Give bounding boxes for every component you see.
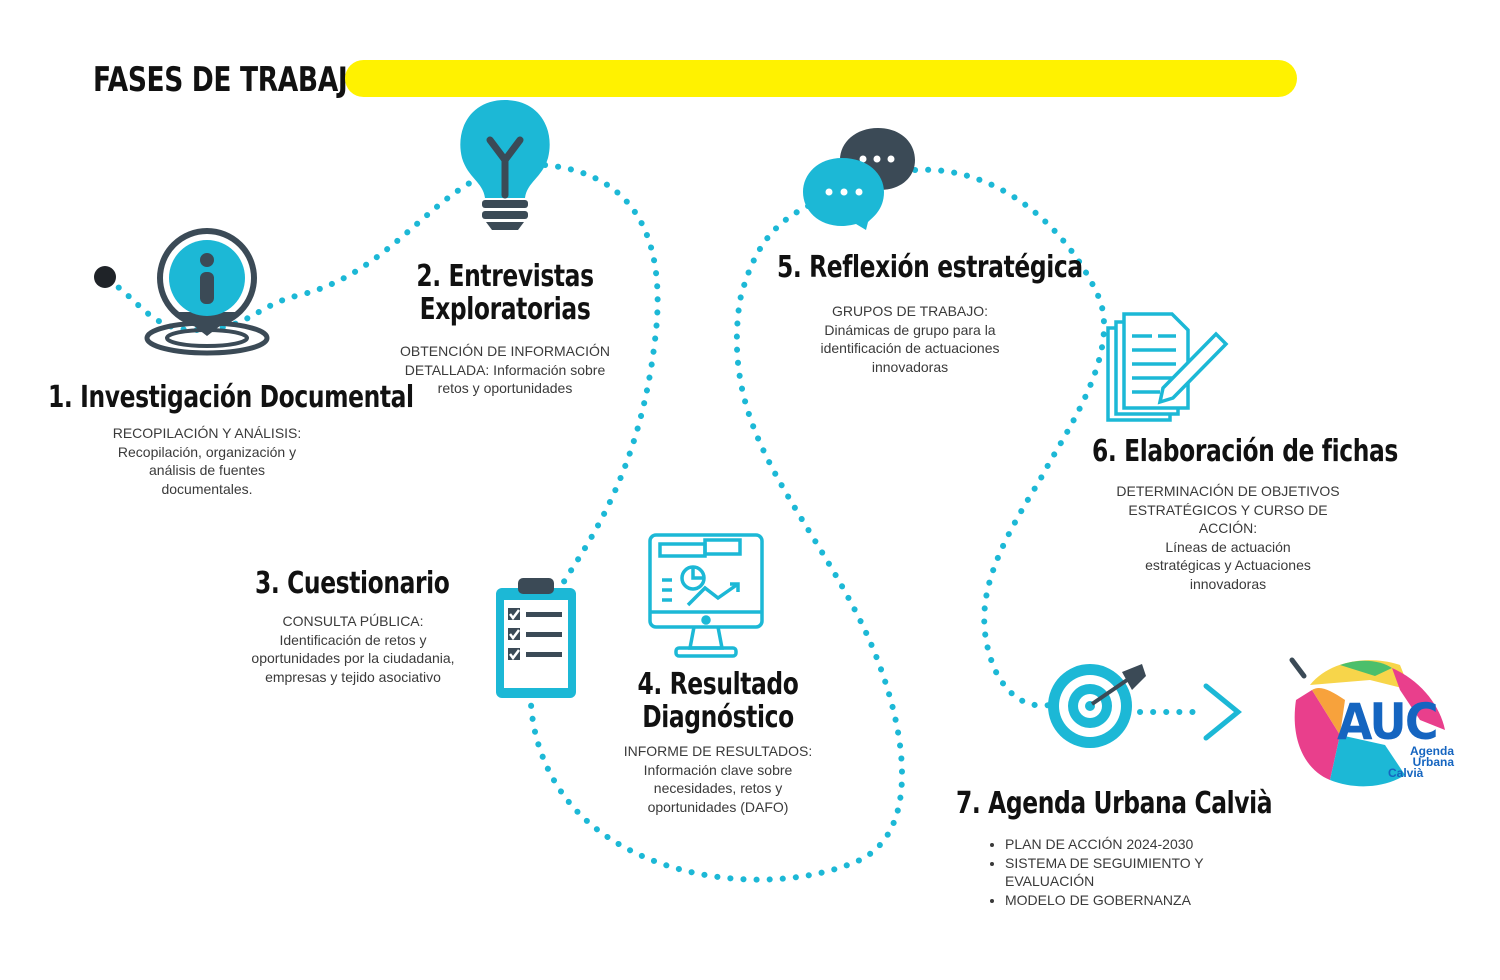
phase-5-description: GRUPOS DE TRABAJO: Dinámicas de grupo pa…: [795, 302, 1025, 376]
documents-pencil-icon: [1106, 312, 1229, 422]
page-title: FASES DE TRABAJO: [93, 60, 370, 100]
phase-2-text: DETALLADA: Información sobre retos y opo…: [404, 361, 606, 397]
speech-bubbles-icon: [803, 128, 915, 230]
phase-1-title: 1. Investigación Documental: [48, 380, 414, 415]
phase-7-bullet-list: PLAN DE ACCIÓN 2024-2030 SISTEMA DE SEGU…: [985, 835, 1215, 909]
phase-4-title-line-2: Diagnóstico: [642, 700, 794, 735]
logo-subtitle: Agenda Urbana Calvià: [1388, 744, 1454, 780]
phase-4-description: INFORME DE RESULTADOS: Información clave…: [608, 742, 828, 816]
logo-line-1: Agenda: [1409, 744, 1454, 758]
phase-2-description: OBTENCIÓN DE INFORMACIÓN DETALLADA: Info…: [390, 342, 620, 398]
phase-2-heading: OBTENCIÓN DE INFORMACIÓN: [399, 343, 610, 359]
phase-6-description: DETERMINACIÓN DE OBJETIVOS ESTRATÉGICOS …: [1113, 482, 1343, 593]
logo-line-2: Urbana: [1412, 755, 1454, 769]
phase-4-title-line-1: 4. Resultado: [637, 667, 799, 702]
phase-3-description: CONSULTA PÚBLICA: Identificación de reto…: [228, 612, 478, 686]
lightbulb-icon: [460, 100, 550, 230]
phase-1-text: Recopilación, organización y análisis de…: [117, 443, 297, 497]
target-arrow-icon: [1048, 664, 1146, 748]
phase-7-title: 7. Agenda Urbana Calvià: [956, 786, 1273, 821]
phase-3-text: Identificación de retos y oportunidades …: [251, 631, 455, 685]
phase-5-title: 5. Reflexión estratégica: [777, 250, 1083, 285]
phase-4-text: Información clave sobre necesidades, ret…: [643, 761, 793, 815]
logo-acronym: AUC: [1337, 693, 1439, 751]
start-dot: [94, 266, 116, 288]
phase-4-heading: INFORME DE RESULTADOS:: [623, 743, 813, 759]
phase-7-bullet-3: MODELO DE GOBERNANZA: [1005, 891, 1215, 910]
phase-1-heading: RECOPILACIÓN Y ANÁLISIS:: [112, 425, 302, 441]
monitor-chart-icon: [648, 533, 764, 658]
phase-7-bullet-2: SISTEMA DE SEGUIMIENTO Y EVALUACIÓN: [1005, 854, 1215, 891]
auc-logo: [1289, 657, 1445, 787]
phase-2-title: 2. Entrevistas Exploratorias: [415, 260, 594, 326]
phase-2-title-line-1: 2. Entrevistas: [416, 259, 594, 294]
path-segment-1-2: [105, 177, 478, 334]
clipboard-checklist-icon: [496, 578, 576, 698]
chevron-right-icon: [1203, 683, 1242, 741]
phase-7-bullet-1: PLAN DE ACCIÓN 2024-2030: [1005, 835, 1215, 854]
phase-3-title: 3. Cuestionario: [255, 566, 450, 601]
path-segment-5-6-7: [912, 166, 1108, 709]
phase-5-text: Dinámicas de grupo para la identificació…: [820, 321, 1000, 375]
phase-2-title-line-2: Exploratorias: [419, 292, 591, 327]
phase-3-heading: CONSULTA PÚBLICA:: [282, 613, 424, 629]
info-pin-icon: [144, 228, 270, 356]
phase-1-description: RECOPILACIÓN Y ANÁLISIS: Recopilación, o…: [97, 424, 317, 498]
phase-6-title: 6. Elaboración de fichas: [1092, 434, 1398, 469]
header-highlight-bar: [345, 60, 1297, 97]
phase-5-heading: GRUPOS DE TRABAJO:: [831, 303, 989, 319]
phase-6-text: Líneas de actuación estratégicas y Actua…: [1145, 538, 1311, 592]
logo-line-3: Calvià: [1388, 766, 1424, 780]
phase-6-heading: DETERMINACIÓN DE OBJETIVOS ESTRATÉGICOS …: [1116, 483, 1340, 536]
phase-4-title: 4. Resultado Diagnóstico: [632, 668, 804, 734]
